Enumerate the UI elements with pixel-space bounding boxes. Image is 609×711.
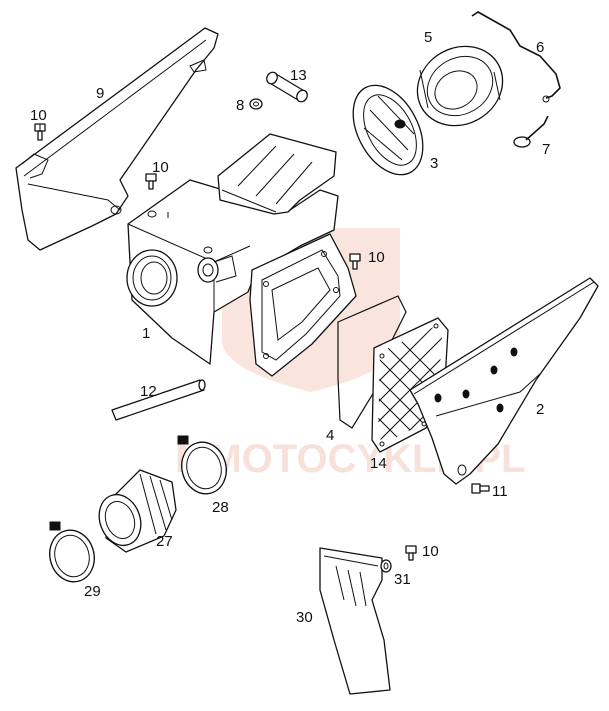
intake-boot-27	[98, 469, 177, 553]
hose-12	[111, 379, 206, 421]
part-labels: 1 2 3 4 5 6 7 8 9 10 10 10 10 11 12 13 1…	[30, 29, 550, 626]
label-11: 11	[492, 483, 508, 500]
hose-clamp-28	[177, 435, 227, 495]
label-5: 5	[424, 29, 432, 46]
label-10d: 10	[422, 543, 439, 560]
label-10a: 10	[30, 107, 47, 124]
bolt-10d	[405, 545, 417, 561]
label-29: 29	[84, 583, 101, 600]
label-4: 4	[326, 427, 334, 444]
label-13: 13	[290, 67, 307, 84]
air-filter-5	[416, 45, 504, 127]
screw-7	[513, 115, 549, 148]
wire-clip-6	[471, 11, 561, 103]
air-filter-box	[126, 133, 357, 377]
nut-8	[249, 98, 263, 110]
label-31: 31	[394, 571, 411, 588]
label-12: 12	[140, 383, 157, 400]
label-14: 14	[370, 455, 387, 472]
bolt-10c	[349, 253, 361, 270]
right-side-panel	[409, 277, 599, 485]
label-27: 27	[156, 533, 173, 550]
label-28: 28	[212, 499, 229, 516]
label-30: 30	[296, 609, 313, 626]
spacer-13	[266, 71, 308, 103]
label-10b: 10	[152, 159, 169, 176]
label-9: 9	[96, 85, 104, 102]
filter-cage-3	[352, 84, 424, 176]
label-7: 7	[542, 141, 550, 158]
bolt-11	[471, 483, 490, 494]
label-6: 6	[536, 39, 544, 56]
label-1: 1	[142, 325, 150, 342]
bolt-10b	[145, 173, 157, 190]
label-3: 3	[430, 155, 438, 172]
left-side-panel	[15, 27, 219, 251]
label-8: 8	[236, 97, 244, 114]
nut-31	[380, 559, 392, 573]
label-2: 2	[536, 401, 544, 418]
hose-clamp-29	[49, 521, 95, 583]
label-10c: 10	[368, 249, 385, 266]
mud-flap-30	[319, 547, 391, 695]
